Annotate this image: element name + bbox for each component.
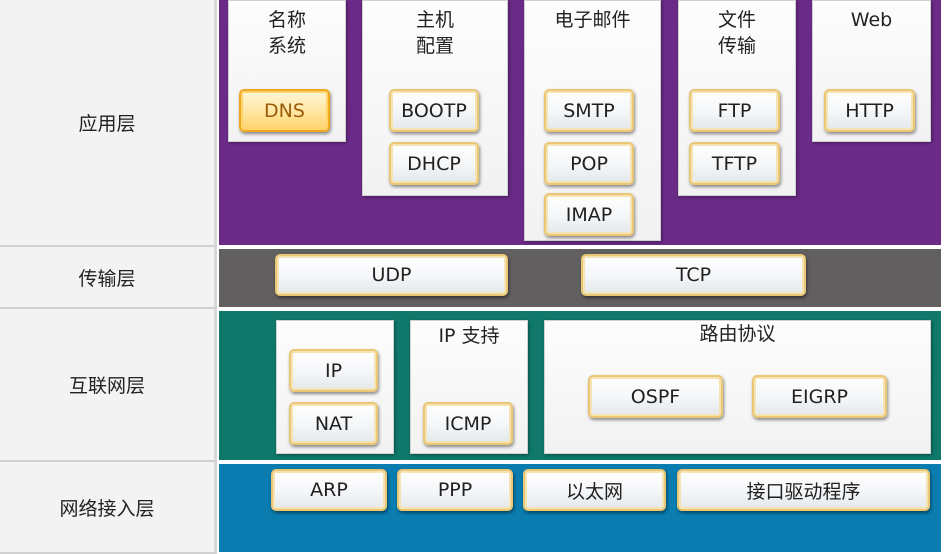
eigrp-chip[interactable]: EIGRP xyxy=(752,375,887,418)
ospf-chip[interactable]: OSPF xyxy=(588,375,723,418)
udp-chip[interactable]: UDP xyxy=(275,254,508,296)
email-title: 电子邮件 xyxy=(554,9,631,31)
interface-driver-chip[interactable]: 接口驱动程序 xyxy=(677,469,930,511)
http-chip[interactable]: HTTP xyxy=(824,89,915,132)
smtp-chip[interactable]: SMTP xyxy=(544,89,634,132)
host-config-title-1: 主机 xyxy=(415,9,454,31)
ppp-chip[interactable]: PPP xyxy=(397,469,513,511)
name-system-title-2: 系统 xyxy=(267,35,306,57)
bootp-chip[interactable]: BOOTP xyxy=(389,89,479,132)
tcp-chip[interactable]: TCP xyxy=(581,254,806,296)
ftp-chip[interactable]: FTP xyxy=(689,89,780,132)
layer-label-transport: 传输层 xyxy=(0,247,217,309)
name-system-title-1: 名称 xyxy=(267,9,306,31)
dhcp-chip[interactable]: DHCP xyxy=(389,142,479,185)
file-transfer-title-1: 文件 xyxy=(717,9,756,31)
internet-layer-label: 互联网层 xyxy=(68,375,145,397)
file-transfer-title-2: 传输 xyxy=(717,35,756,57)
nat-chip[interactable]: NAT xyxy=(289,402,378,445)
pop-chip[interactable]: POP xyxy=(544,142,634,185)
layer-label-link: 网络接入层 xyxy=(0,462,217,554)
layer-label-internet: 互联网层 xyxy=(0,309,217,462)
web-title: Web xyxy=(850,9,893,31)
tftp-chip[interactable]: TFTP xyxy=(689,142,780,185)
routing-title: 路由协议 xyxy=(699,323,776,345)
ip-support-title: IP 支持 xyxy=(438,325,500,347)
layer-label-application: 应用层 xyxy=(0,0,217,247)
transport-layer-label: 传输层 xyxy=(78,267,136,290)
dns-chip[interactable]: DNS xyxy=(239,89,330,132)
host-config-title-2: 配置 xyxy=(415,35,454,57)
ethernet-chip[interactable]: 以太网 xyxy=(523,469,666,511)
ip-chip[interactable]: IP xyxy=(289,349,378,392)
icmp-chip[interactable]: ICMP xyxy=(423,402,513,445)
application-layer-label: 应用层 xyxy=(78,113,136,135)
link-layer-label: 网络接入层 xyxy=(59,497,155,520)
imap-chip[interactable]: IMAP xyxy=(544,193,634,236)
arp-chip[interactable]: ARP xyxy=(271,469,387,511)
